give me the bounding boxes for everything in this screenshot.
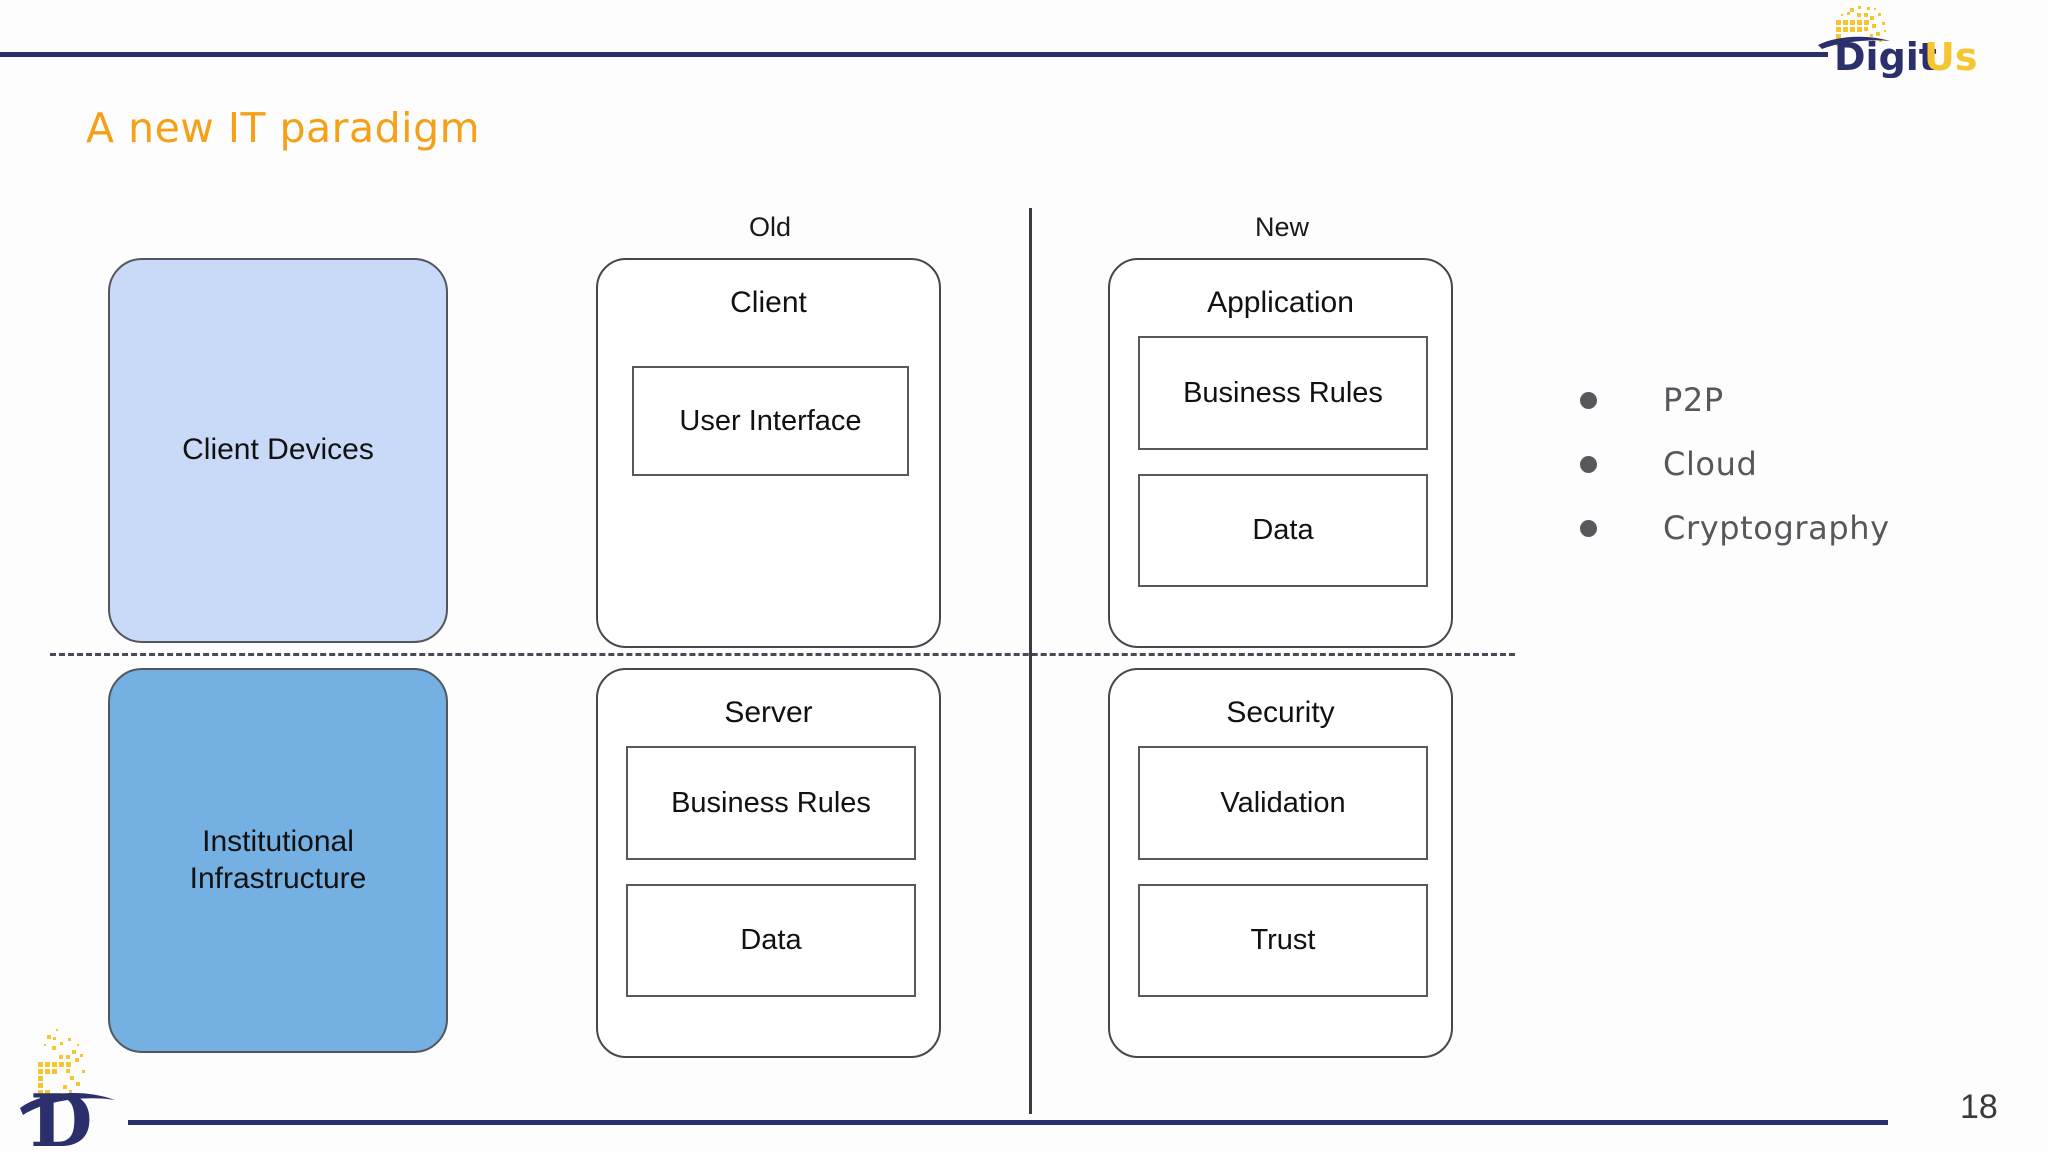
inner-box-data: Data: [1138, 474, 1428, 587]
svg-text:D: D: [30, 1078, 92, 1152]
column-header-new: New: [1254, 212, 1309, 242]
digitus-footer-mark: D: [20, 1024, 150, 1152]
list-item: P2P: [1580, 368, 2000, 432]
column-header-old: Old: [748, 212, 792, 242]
side-block-institutional-infrastructure: Institutional Infrastructure: [108, 668, 448, 1053]
digitus-logo: Digit Us: [1812, 2, 2048, 78]
bullet-label-cryptography: Cryptography: [1663, 509, 1890, 547]
bullet-label-cloud: Cloud: [1663, 445, 1758, 483]
inner-box-data: Data: [626, 884, 916, 997]
list-item: Cloud: [1580, 432, 2000, 496]
inner-box-business-rules: Business Rules: [1138, 336, 1428, 450]
inner-box-validation: Validation: [1138, 746, 1428, 860]
digitus-logo-icon: Digit Us: [1818, 6, 1977, 78]
card-server: Server Business Rules Data: [596, 668, 941, 1058]
bullet-dot-icon: [1580, 519, 1597, 537]
inner-box-user-interface: User Interface: [632, 366, 909, 476]
header-rule: [0, 52, 1828, 57]
card-client: Client User Interface: [596, 258, 941, 648]
svg-text:Us: Us: [1924, 35, 1977, 78]
page-number: 18: [1960, 1088, 1998, 1126]
horizontal-dashed-divider: [50, 653, 1515, 656]
inner-box-business-rules: Business Rules: [626, 746, 916, 860]
card-title-application: Application: [1207, 286, 1354, 319]
bullet-label-p2p: P2P: [1663, 381, 1724, 419]
bullet-list: P2P Cloud Cryptography: [1580, 368, 2000, 560]
card-security: Security Validation Trust: [1108, 668, 1453, 1058]
card-title-client: Client: [730, 286, 807, 319]
list-item: Cryptography: [1580, 496, 2000, 560]
card-title-security: Security: [1226, 696, 1335, 729]
side-block-client-devices: Client Devices: [108, 258, 448, 643]
footer-rule: [128, 1120, 1888, 1125]
card-title-server: Server: [724, 696, 813, 729]
vertical-divider: [1029, 208, 1032, 1114]
svg-text:Digit: Digit: [1834, 35, 1937, 78]
digitus-d-icon: D: [20, 1029, 115, 1152]
bullet-dot-icon: [1580, 391, 1597, 409]
page-title: A new IT paradigm: [86, 104, 481, 152]
bullet-dot-icon: [1580, 455, 1597, 473]
card-application: Application Business Rules Data: [1108, 258, 1453, 648]
inner-box-trust: Trust: [1138, 884, 1428, 997]
